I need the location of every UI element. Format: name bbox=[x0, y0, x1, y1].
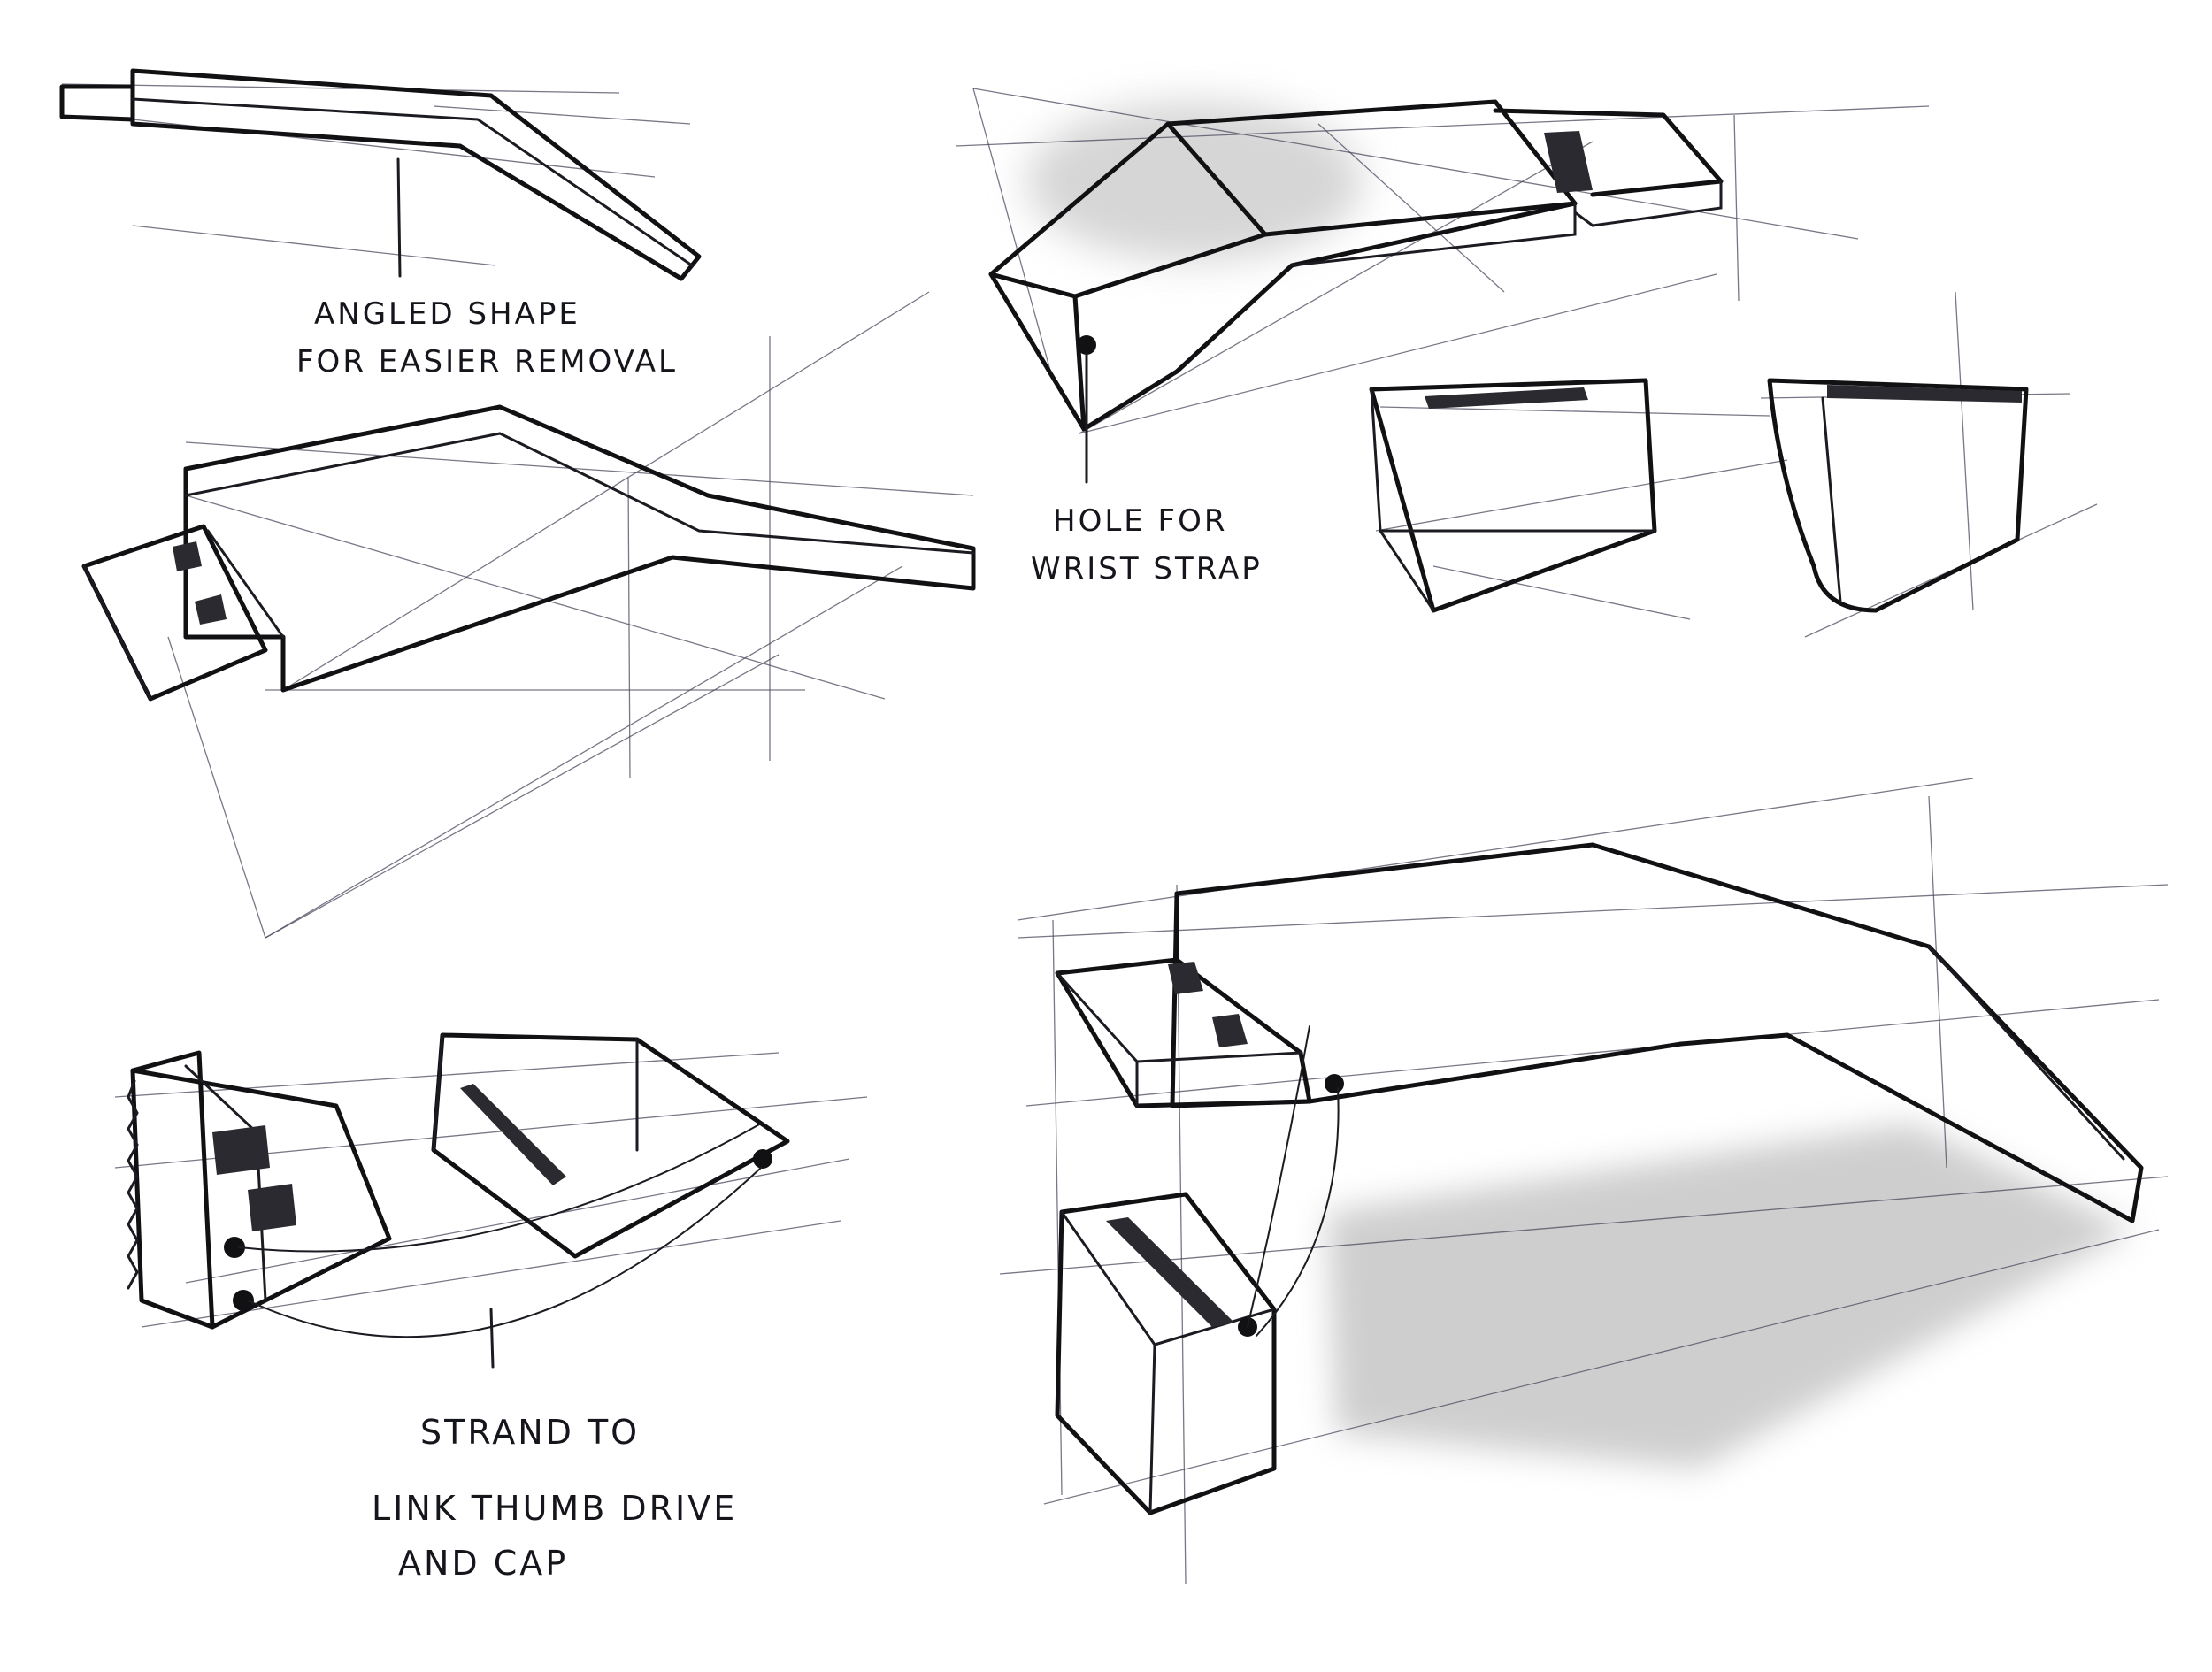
sketch-wrist-strap-drive bbox=[955, 88, 1930, 484]
annotation-strand-to: STRAND TO bbox=[420, 1413, 641, 1452]
sketch-cap-forms bbox=[1369, 291, 2098, 638]
sketch-hanging-cap-drive bbox=[999, 778, 2169, 1584]
annotation-hole-for: HOLE FOR bbox=[1053, 503, 1228, 539]
sketch-side-profile bbox=[59, 68, 702, 281]
annotation-wrist-strap: WRIST STRAP bbox=[1031, 551, 1263, 587]
annotation-and-cap: AND CAP bbox=[398, 1544, 569, 1583]
annotation-easier-removal: FOR EASIER REMOVAL bbox=[296, 344, 678, 380]
annotation-angled-shape: ANGLED SHAPE bbox=[314, 296, 580, 332]
sketch-angled-drive-with-cap bbox=[81, 291, 976, 939]
sketch-strand-linked-drive bbox=[114, 1032, 868, 1369]
annotation-link-thumb-drive: LINK THUMB DRIVE bbox=[372, 1489, 738, 1528]
